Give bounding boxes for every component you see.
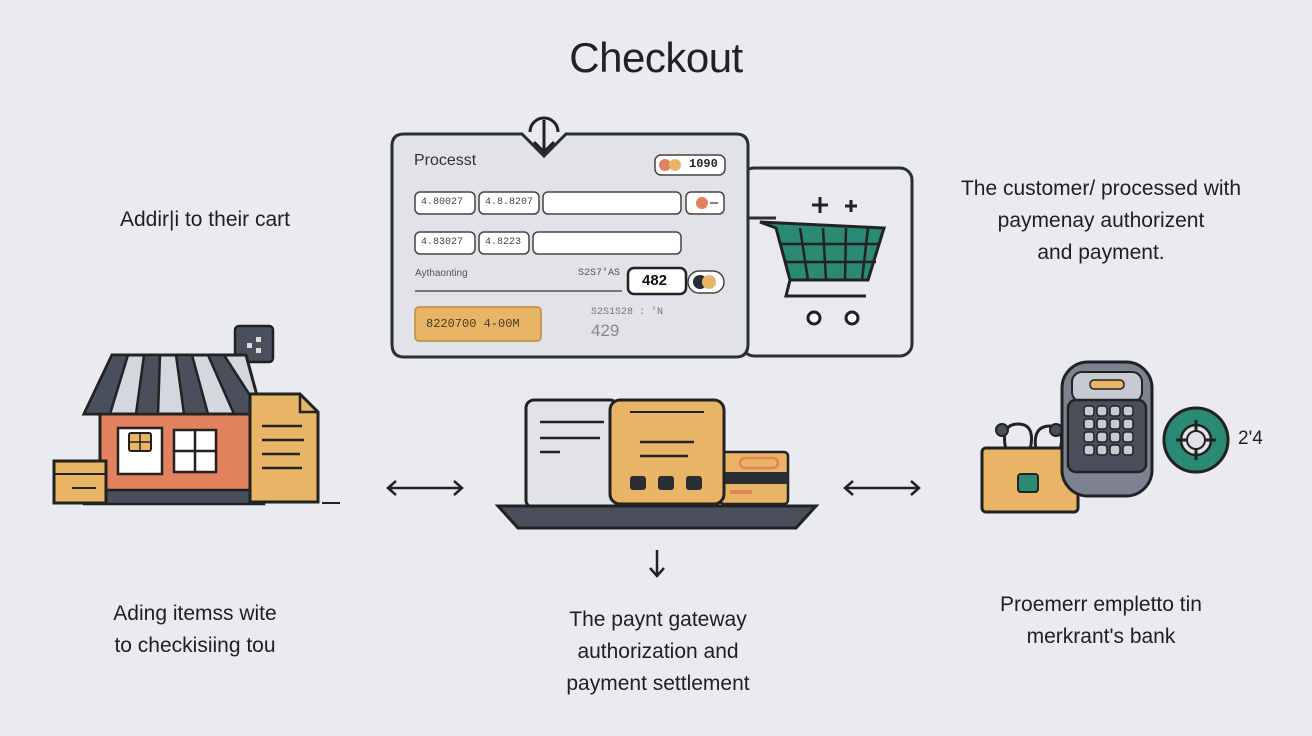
mastercard-icon xyxy=(659,159,671,171)
amount-badge xyxy=(626,266,688,296)
card-field-1-value: 4.80027 xyxy=(421,197,464,208)
card-field-2-value: 4.8.8207 xyxy=(485,197,534,208)
bidirectional-arrow-right-icon xyxy=(843,480,921,496)
card-field-1[interactable] xyxy=(414,191,476,215)
card-terminal-icon xyxy=(1060,360,1154,498)
pay-button-label[interactable]: 8220700 4-00M xyxy=(426,317,520,331)
form-heading: Processt xyxy=(414,152,477,169)
card-field-3[interactable] xyxy=(542,191,682,215)
caption-payment-gateway: The paynt gateway authorization and paym… xyxy=(566,608,750,695)
payment-gateway-icon xyxy=(494,398,820,530)
caption-merchant-bank: Proemerr empletto tin merkrant's bank xyxy=(1000,593,1202,648)
bidirectional-arrow-left-icon xyxy=(386,480,464,496)
card-field-2[interactable] xyxy=(478,191,540,215)
shopping-cart-icon xyxy=(759,197,887,326)
card-brand-icon xyxy=(696,197,708,209)
cvc-field-value: 4.8223 xyxy=(485,237,522,248)
caption-adding-items: Ading itemss wite to checkisiing tou xyxy=(113,602,277,657)
caption-add-to-cart: Addir|i to their cart xyxy=(119,208,291,231)
name-field[interactable] xyxy=(532,231,682,255)
expiry-field-value: 4.83027 xyxy=(421,237,464,248)
expiry-field[interactable] xyxy=(414,231,476,255)
storefront-icon xyxy=(81,324,275,506)
total-value: 429 xyxy=(591,321,620,340)
receipt-icon xyxy=(248,392,340,504)
amount-badge-text: 482 xyxy=(642,272,668,289)
bank-seal-label: 2'4 xyxy=(1238,428,1263,449)
card-badge-text: 1090 xyxy=(689,157,718,171)
bank-seal-icon xyxy=(1162,406,1230,474)
download-arrow-icon xyxy=(528,116,560,155)
auth-label: Aythaonting xyxy=(415,268,468,279)
down-arrow-icon xyxy=(649,550,665,578)
page-title: Checkout xyxy=(569,34,743,81)
auth-code: S2S7'AS xyxy=(578,268,621,279)
pay-button[interactable] xyxy=(414,306,542,342)
package-box-icon xyxy=(52,459,108,505)
caption-customer-processed: The customer/ processed with paymenay au… xyxy=(960,177,1242,264)
cvc-field[interactable] xyxy=(478,231,530,255)
total-label: S2S1S28 : 'N xyxy=(591,307,664,318)
